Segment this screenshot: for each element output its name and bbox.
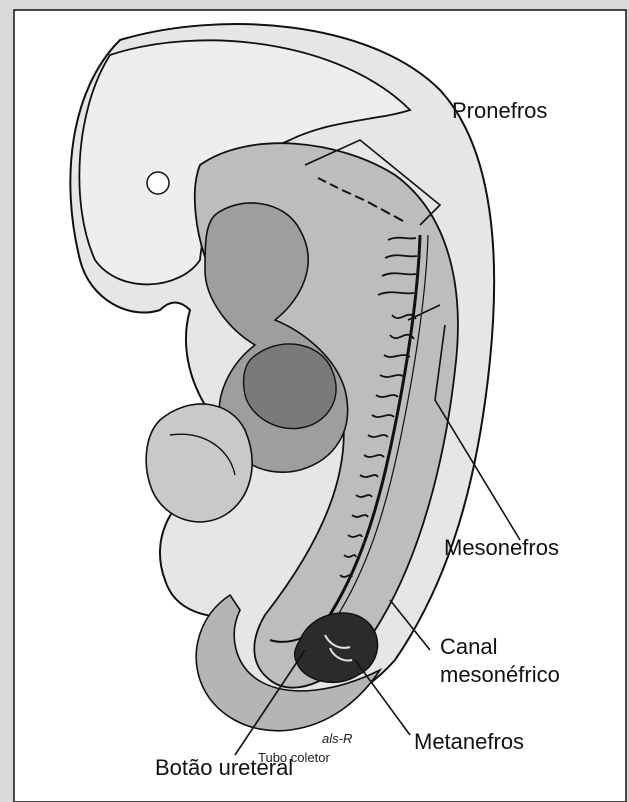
label-mesonefros: Mesonefros xyxy=(444,535,559,560)
umbilical-stalk xyxy=(146,404,252,522)
label-canal-2: mesonéfrico xyxy=(440,662,560,687)
label-pronefros: Pronefros xyxy=(452,98,547,123)
eye-vesicle xyxy=(147,172,169,194)
signature: als-R xyxy=(322,731,352,746)
label-canal: Canal xyxy=(440,634,497,659)
label-tubo-coletor: Tubo coletor xyxy=(258,750,330,765)
label-metanefros: Metanefros xyxy=(414,729,524,754)
